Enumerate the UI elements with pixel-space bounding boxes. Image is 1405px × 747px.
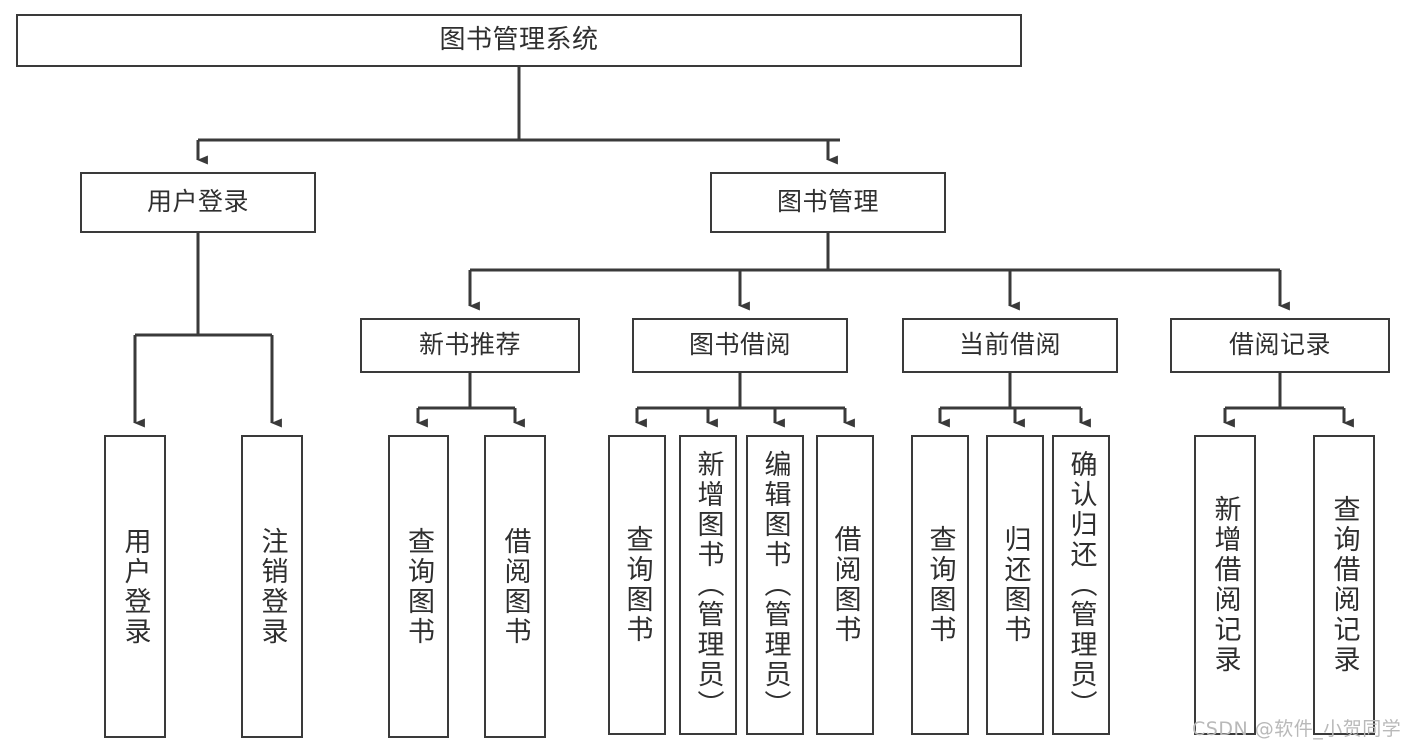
leaf-user-login[interactable]: 用户登录 bbox=[104, 435, 166, 738]
node-root[interactable]: 图书管理系统 bbox=[16, 14, 1022, 67]
node-current-borrow[interactable]: 当前借阅 bbox=[902, 318, 1118, 373]
node-new-book-recommend[interactable]: 新书推荐 bbox=[360, 318, 580, 373]
node-borrow-record-label: 借阅记录 bbox=[1228, 330, 1331, 360]
leaf-return-book-label: 归还图书 bbox=[999, 525, 1031, 645]
node-user-login[interactable]: 用户登录 bbox=[80, 172, 316, 233]
node-book-management[interactable]: 图书管理 bbox=[710, 172, 946, 233]
leaf-query-book-current[interactable]: 查询图书 bbox=[911, 435, 969, 735]
node-new-book-recommend-label: 新书推荐 bbox=[418, 330, 521, 360]
csdn-watermark: CSDN @软件_小贺同学 bbox=[1192, 718, 1402, 740]
leaf-query-book[interactable]: 查询图书 bbox=[608, 435, 666, 735]
node-user-login-label: 用户登录 bbox=[146, 187, 249, 217]
leaf-add-book-admin[interactable]: 新增图书（管理员） bbox=[679, 435, 737, 735]
leaf-add-book-admin-label: 新增图书（管理员） bbox=[692, 450, 724, 720]
leaf-logout[interactable]: 注销登录 bbox=[241, 435, 303, 738]
node-current-borrow-label: 当前借阅 bbox=[958, 330, 1061, 360]
node-book-management-label: 图书管理 bbox=[776, 187, 879, 217]
leaf-query-book-recommend-label: 查询图书 bbox=[403, 526, 434, 647]
node-book-borrow-label: 图书借阅 bbox=[688, 330, 791, 360]
node-root-label: 图书管理系统 bbox=[439, 24, 599, 55]
leaf-query-book-current-label: 查询图书 bbox=[924, 525, 956, 645]
leaf-borrow-book-label: 借阅图书 bbox=[829, 525, 861, 645]
leaf-add-borrow-record-label: 新增借阅记录 bbox=[1209, 495, 1241, 675]
leaf-user-login-label: 用户登录 bbox=[119, 526, 151, 647]
leaf-borrow-book[interactable]: 借阅图书 bbox=[816, 435, 874, 735]
leaf-query-borrow-record-label: 查询借阅记录 bbox=[1328, 495, 1360, 675]
leaf-borrow-book-recommend-label: 借阅图书 bbox=[499, 526, 531, 647]
leaf-add-borrow-record[interactable]: 新增借阅记录 bbox=[1194, 435, 1256, 735]
leaf-query-book-label: 查询图书 bbox=[621, 525, 653, 645]
leaf-confirm-return-admin-label: 确认归还（管理员） bbox=[1065, 450, 1097, 720]
leaf-borrow-book-recommend[interactable]: 借阅图书 bbox=[484, 435, 546, 738]
leaf-edit-book-admin-label: 编辑图书（管理员） bbox=[759, 450, 791, 720]
leaf-return-book[interactable]: 归还图书 bbox=[986, 435, 1044, 735]
leaf-query-borrow-record[interactable]: 查询借阅记录 bbox=[1313, 435, 1375, 735]
leaf-query-book-recommend[interactable]: 查询图书 bbox=[388, 435, 449, 738]
node-book-borrow[interactable]: 图书借阅 bbox=[632, 318, 848, 373]
leaf-logout-label: 注销登录 bbox=[256, 526, 288, 647]
leaf-edit-book-admin[interactable]: 编辑图书（管理员） bbox=[746, 435, 804, 735]
leaf-confirm-return-admin[interactable]: 确认归还（管理员） bbox=[1052, 435, 1110, 735]
node-borrow-record[interactable]: 借阅记录 bbox=[1170, 318, 1390, 373]
